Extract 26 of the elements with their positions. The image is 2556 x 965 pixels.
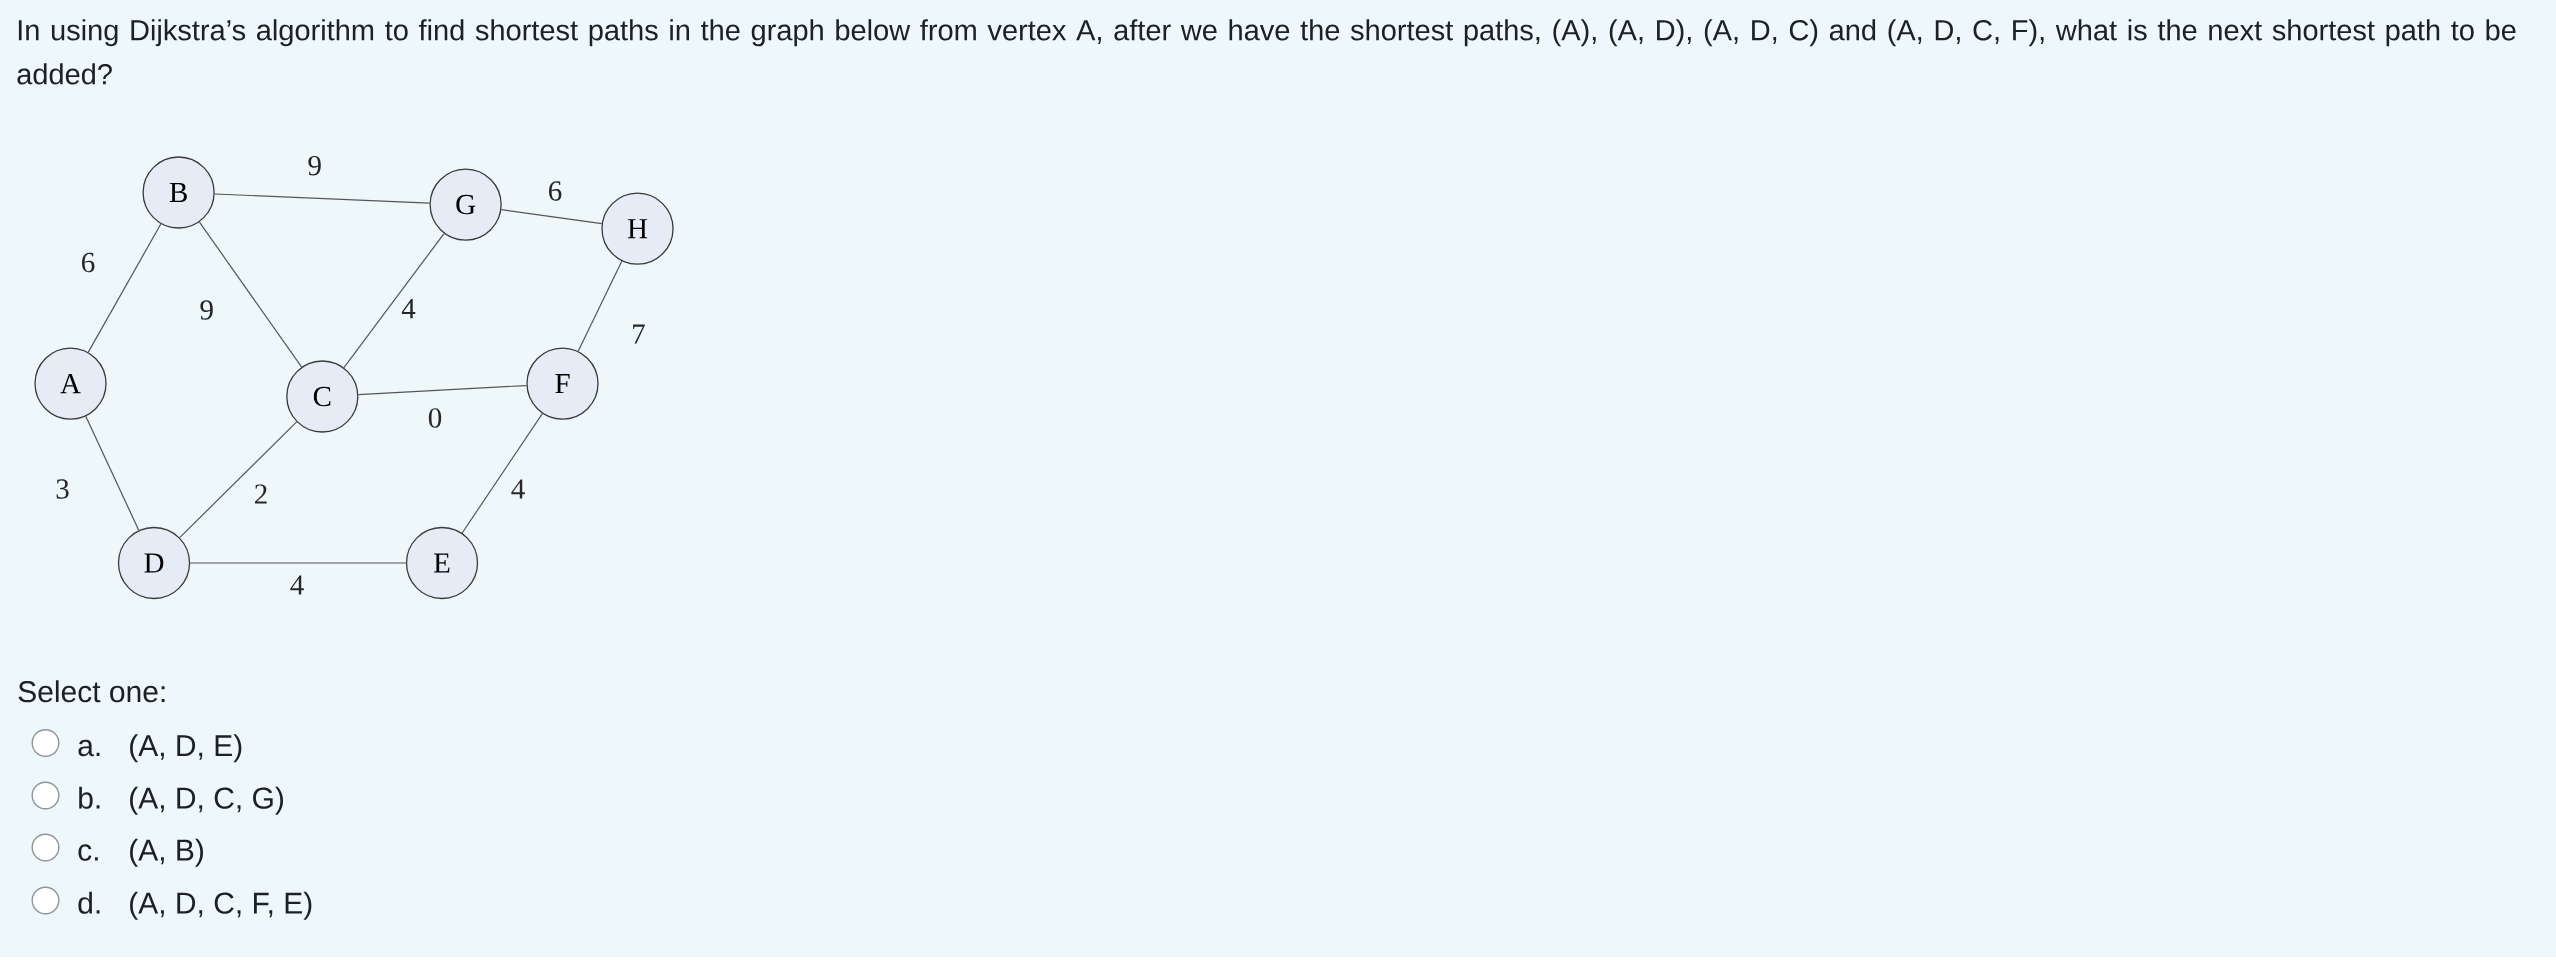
edge-weight: 9 <box>306 154 323 177</box>
edge-line <box>357 384 527 396</box>
option-text: (A, D, C, G) <box>130 786 283 815</box>
option-letter: d. <box>78 891 100 914</box>
option-letter: b. <box>79 786 100 809</box>
edge-line <box>179 421 298 539</box>
edge-line <box>198 221 303 368</box>
option-letter: c. <box>78 844 98 861</box>
option-text: (A, D, C, F, E) <box>130 891 312 920</box>
option-text: (A, D, E) <box>130 734 242 763</box>
edge-line <box>85 415 140 531</box>
question-text: In using Dijkstra’s algorithm to find shortest paths in the graph below from vertex A, after we have the shortest paths, (A), (A, D), (A, D, C) and (A, D, C, F), what is the next shortest path to be added? <box>17 19 2516 85</box>
edge-line <box>461 413 543 534</box>
edge-line <box>577 260 623 352</box>
prompt-text: Select one: <box>18 680 165 703</box>
edge-line <box>214 193 431 204</box>
edge-line <box>343 232 445 369</box>
edge-line <box>500 209 603 225</box>
edge-line <box>189 562 407 564</box>
edge-line <box>87 223 162 353</box>
edge-weight: 9 <box>198 299 215 321</box>
option-text: (A, B) <box>130 838 203 867</box>
edge-weight: 3 <box>54 478 71 500</box>
option-letter: a. <box>78 739 100 757</box>
edge-weight: 7 <box>630 323 647 345</box>
edge-weight: 4 <box>400 298 417 320</box>
